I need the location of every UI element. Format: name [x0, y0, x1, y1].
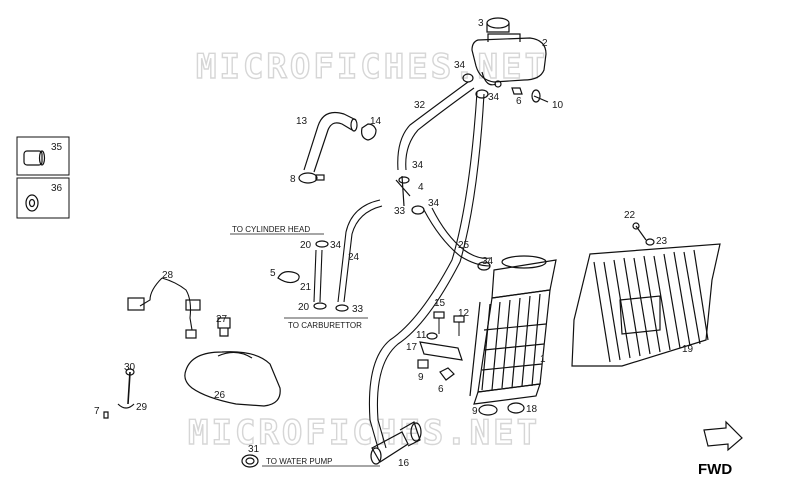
- hose-clamp: [313, 302, 327, 310]
- hose-clamp: [475, 89, 489, 99]
- callout-12: 12: [458, 308, 470, 319]
- sensor: [117, 368, 135, 409]
- reservoir-tank: [184, 351, 281, 407]
- callout-9: 9: [418, 372, 424, 383]
- callout-15: 15: [434, 298, 446, 309]
- watermark-bottom: MICROFICHES.NET: [188, 413, 540, 453]
- callout-20: 20: [298, 302, 310, 313]
- legend-item-35: 35: [16, 136, 70, 176]
- callout-34: 34: [488, 92, 500, 103]
- nut: [417, 359, 429, 369]
- callout-2: 2: [542, 38, 548, 49]
- nut: [511, 87, 523, 95]
- grommet: [507, 402, 525, 414]
- bolt: [433, 311, 445, 334]
- callout-34: 34: [482, 256, 494, 267]
- callout-27: 27: [216, 314, 228, 325]
- bracket: [419, 341, 463, 361]
- callout-34: 34: [454, 60, 466, 71]
- tank-cap: [486, 17, 510, 29]
- callout-26: 26: [214, 390, 226, 401]
- screw: [103, 411, 109, 419]
- annotation-cylinder-head: TO CYLINDER HEAD: [232, 225, 310, 234]
- watermark-top: MICROFICHES.NET: [196, 47, 548, 87]
- callout-4: 4: [418, 182, 424, 193]
- callout-1: 1: [540, 354, 546, 365]
- callout-33: 33: [394, 206, 406, 217]
- hose-clamp: [462, 73, 474, 83]
- callout-11: 11: [416, 330, 427, 341]
- callout-25: 25: [458, 240, 470, 251]
- callout-8: 8: [290, 174, 296, 185]
- direction-label: FWD: [698, 461, 732, 478]
- wiring-harness: [127, 277, 201, 339]
- radiator-guard: [571, 243, 721, 367]
- bolt: [453, 315, 465, 336]
- callout-28: 28: [162, 270, 174, 281]
- callout-34: 34: [428, 198, 440, 209]
- callout-5: 5: [270, 268, 276, 279]
- callout-3: 3: [478, 18, 484, 29]
- hose-clamp: [241, 454, 259, 468]
- screw: [531, 89, 549, 103]
- nut: [439, 367, 455, 381]
- hose-clamp: [477, 261, 491, 271]
- hose-clamp: [315, 240, 329, 248]
- callout-22: 22: [624, 210, 636, 221]
- hose-clamp: [361, 123, 377, 141]
- water-pump-fitting: [370, 421, 422, 465]
- callout-19: 19: [682, 344, 694, 355]
- callout-29: 29: [136, 402, 148, 413]
- callout-32: 32: [414, 100, 426, 111]
- callout-10: 10: [552, 100, 564, 111]
- legend-item-36: 36: [16, 177, 70, 219]
- washer-icon: [25, 194, 39, 212]
- callout-23: 23: [656, 236, 668, 247]
- callout-18: 18: [526, 404, 538, 415]
- callout-31: 31: [248, 444, 260, 455]
- annotation-water-pump: TO WATER PUMP: [266, 457, 333, 466]
- radiator: [469, 255, 557, 405]
- spring-clip: [277, 271, 300, 284]
- filler-neck: [217, 317, 231, 337]
- expansion-tank: [471, 17, 547, 88]
- grommet: [478, 404, 498, 416]
- callout-20: 20: [300, 240, 312, 251]
- callout-numbers: 1 2 3 4 5 6 6 7 8 9 9 10 11 12 13 14 15 …: [94, 18, 694, 469]
- callout-14: 14: [370, 116, 382, 127]
- callout-6: 6: [516, 96, 522, 107]
- hose-clamp: [335, 304, 349, 312]
- screw: [632, 222, 647, 241]
- callout-21: 21: [300, 282, 312, 293]
- callout-34: 34: [412, 160, 424, 171]
- hose-clamp: [298, 172, 325, 184]
- callout-33: 33: [352, 304, 364, 315]
- callout-17: 17: [406, 342, 418, 353]
- callout-13: 13: [296, 116, 308, 127]
- elbow-hose: [303, 111, 358, 173]
- annotation-carburettor: TO CARBURETTOR: [288, 321, 362, 330]
- callout-7: 7: [94, 406, 100, 417]
- legend-number: 36: [51, 183, 63, 194]
- callout-30: 30: [124, 362, 136, 373]
- callout-9: 9: [472, 406, 478, 417]
- sleeve-icon: [23, 150, 46, 166]
- washer: [645, 238, 655, 246]
- callout-6: 6: [438, 384, 444, 395]
- callout-24: 24: [348, 252, 360, 263]
- callout-34: 34: [330, 240, 342, 251]
- forward-arrow-icon: [703, 420, 743, 452]
- callout-16: 16: [398, 458, 410, 469]
- washer: [426, 332, 438, 340]
- legend-number: 35: [51, 142, 63, 153]
